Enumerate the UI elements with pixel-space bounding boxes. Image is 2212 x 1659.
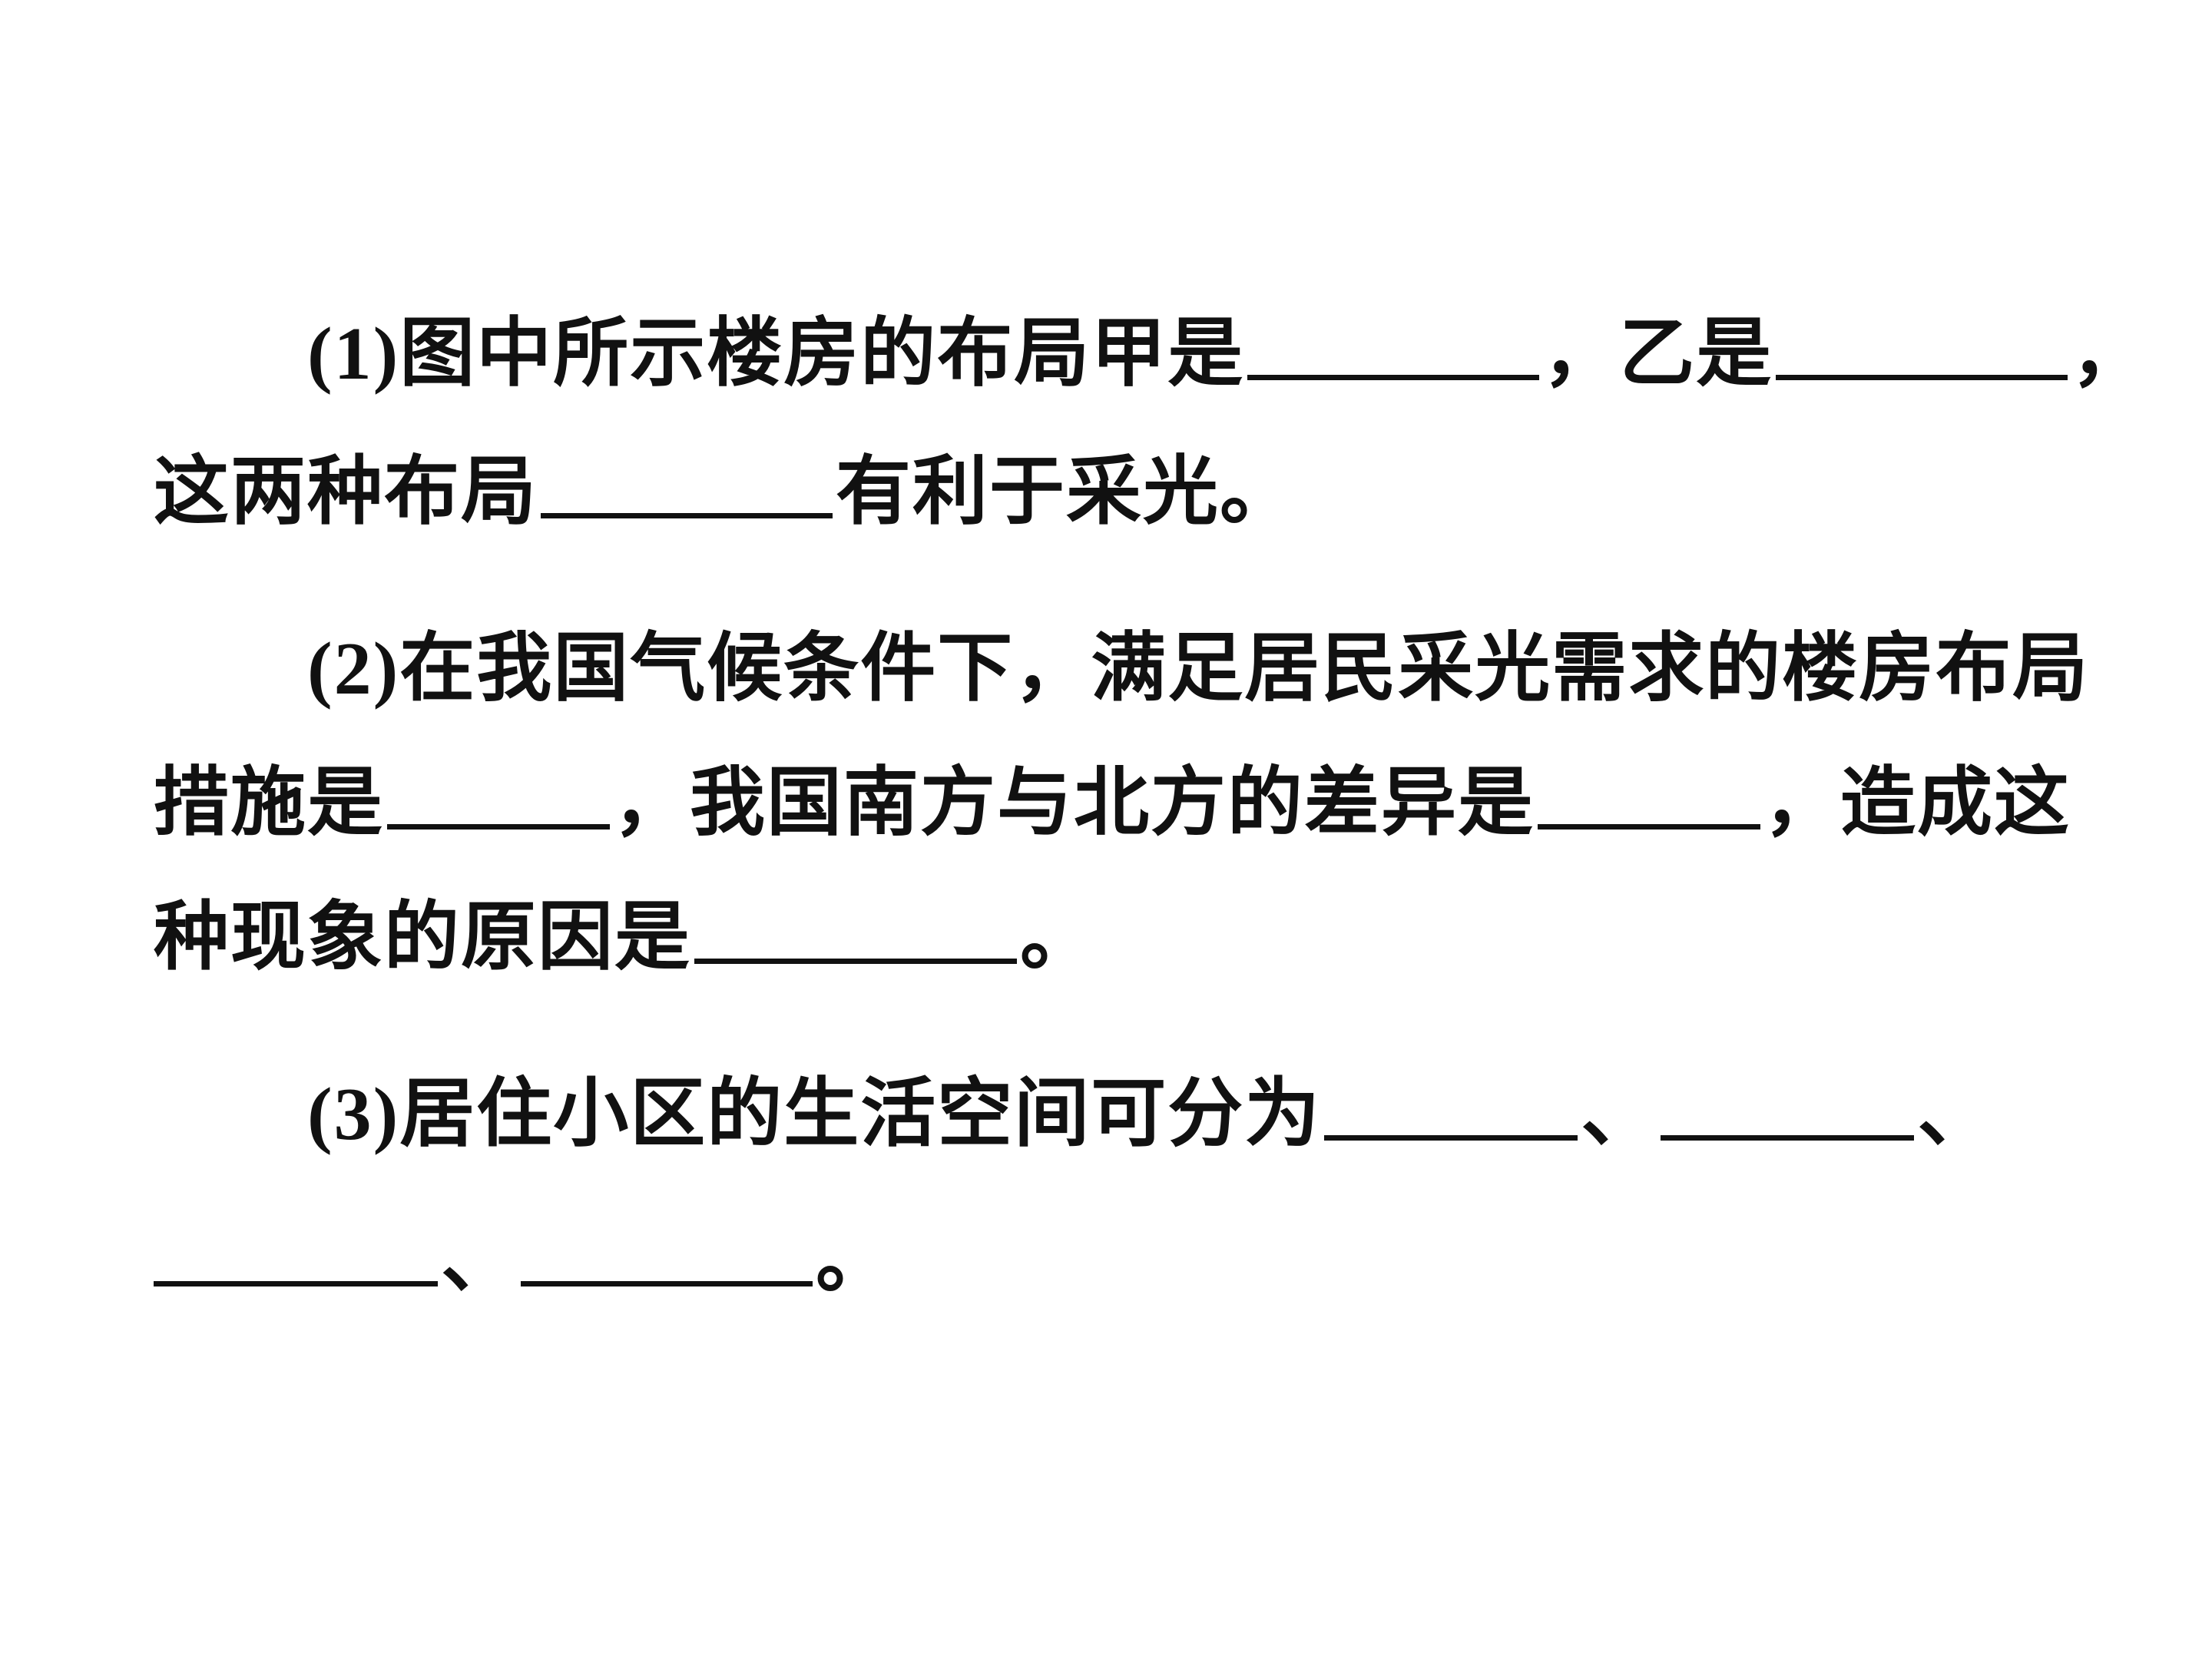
answer-blank-1-jia[interactable] [1247, 307, 1540, 381]
question-1-text-e: 有利于采光。 [836, 447, 1297, 536]
question-2-number: (2) [307, 628, 400, 710]
question-1-line-1: (1)图中所示楼房的布局甲是 ，乙是 ， [307, 307, 2147, 400]
question-2-text-b: 措施是 [154, 758, 385, 847]
question-2-line-2: 措施是 ，我国南方与北方的差异是 ，造成这 [154, 757, 2071, 849]
answer-blank-3-space-3[interactable] [154, 1214, 438, 1287]
question-1-text-a: 图中所示楼房的布局甲是 [399, 309, 1245, 398]
question-3-text-c: 、 [1917, 1069, 1995, 1158]
question-3-number: (3) [307, 1073, 400, 1157]
question-1-number: (1) [307, 313, 400, 396]
question-1-text-d: 这两种布局 [154, 447, 538, 536]
answer-blank-2-measure[interactable] [387, 757, 611, 830]
question-1-line-2: 这两种布局 有利于采光。 [154, 445, 1296, 538]
question-2-text-f: 。 [1020, 892, 1098, 982]
answer-blank-3-space-4[interactable] [521, 1214, 813, 1287]
question-2-text-a: 在我国气候条件下，满足居民采光需求的楼房布局 [399, 624, 2090, 712]
answer-blank-3-space-2[interactable] [1661, 1068, 1915, 1141]
question-2-text-d: ，造成这 [1763, 758, 2071, 847]
question-3-text-e: 。 [816, 1215, 893, 1304]
question-2-line-1: (2)在我国气候条件下，满足居民采光需求的楼房布局 [307, 622, 2089, 715]
question-1-text-c: ， [2071, 309, 2148, 398]
question-3-text-d: 、 [441, 1215, 518, 1304]
question-3-line-2: 、。 [154, 1214, 892, 1306]
answer-blank-2-reason[interactable] [694, 891, 1018, 965]
question-1-text-b: ，乙是 [1542, 309, 1773, 398]
question-3-text-b: 、 [1581, 1069, 1658, 1158]
question-2-line-3: 种现象的原因是 。 [154, 891, 1097, 983]
question-3-text-a: 居住小区的生活空间可分为 [399, 1069, 1322, 1158]
question-2-text-e: 种现象的原因是 [154, 892, 692, 982]
answer-blank-2-difference[interactable] [1538, 757, 1761, 830]
question-3-line-1: (3)居住小区的生活空间可分为 、 、 [307, 1068, 1994, 1161]
answer-blank-1-yi[interactable] [1776, 307, 2068, 381]
question-2-text-c: ，我国南方与北方的差异是 [613, 758, 1535, 847]
answer-blank-1-layout[interactable] [541, 445, 833, 519]
answer-blank-3-space-1[interactable] [1324, 1068, 1578, 1141]
